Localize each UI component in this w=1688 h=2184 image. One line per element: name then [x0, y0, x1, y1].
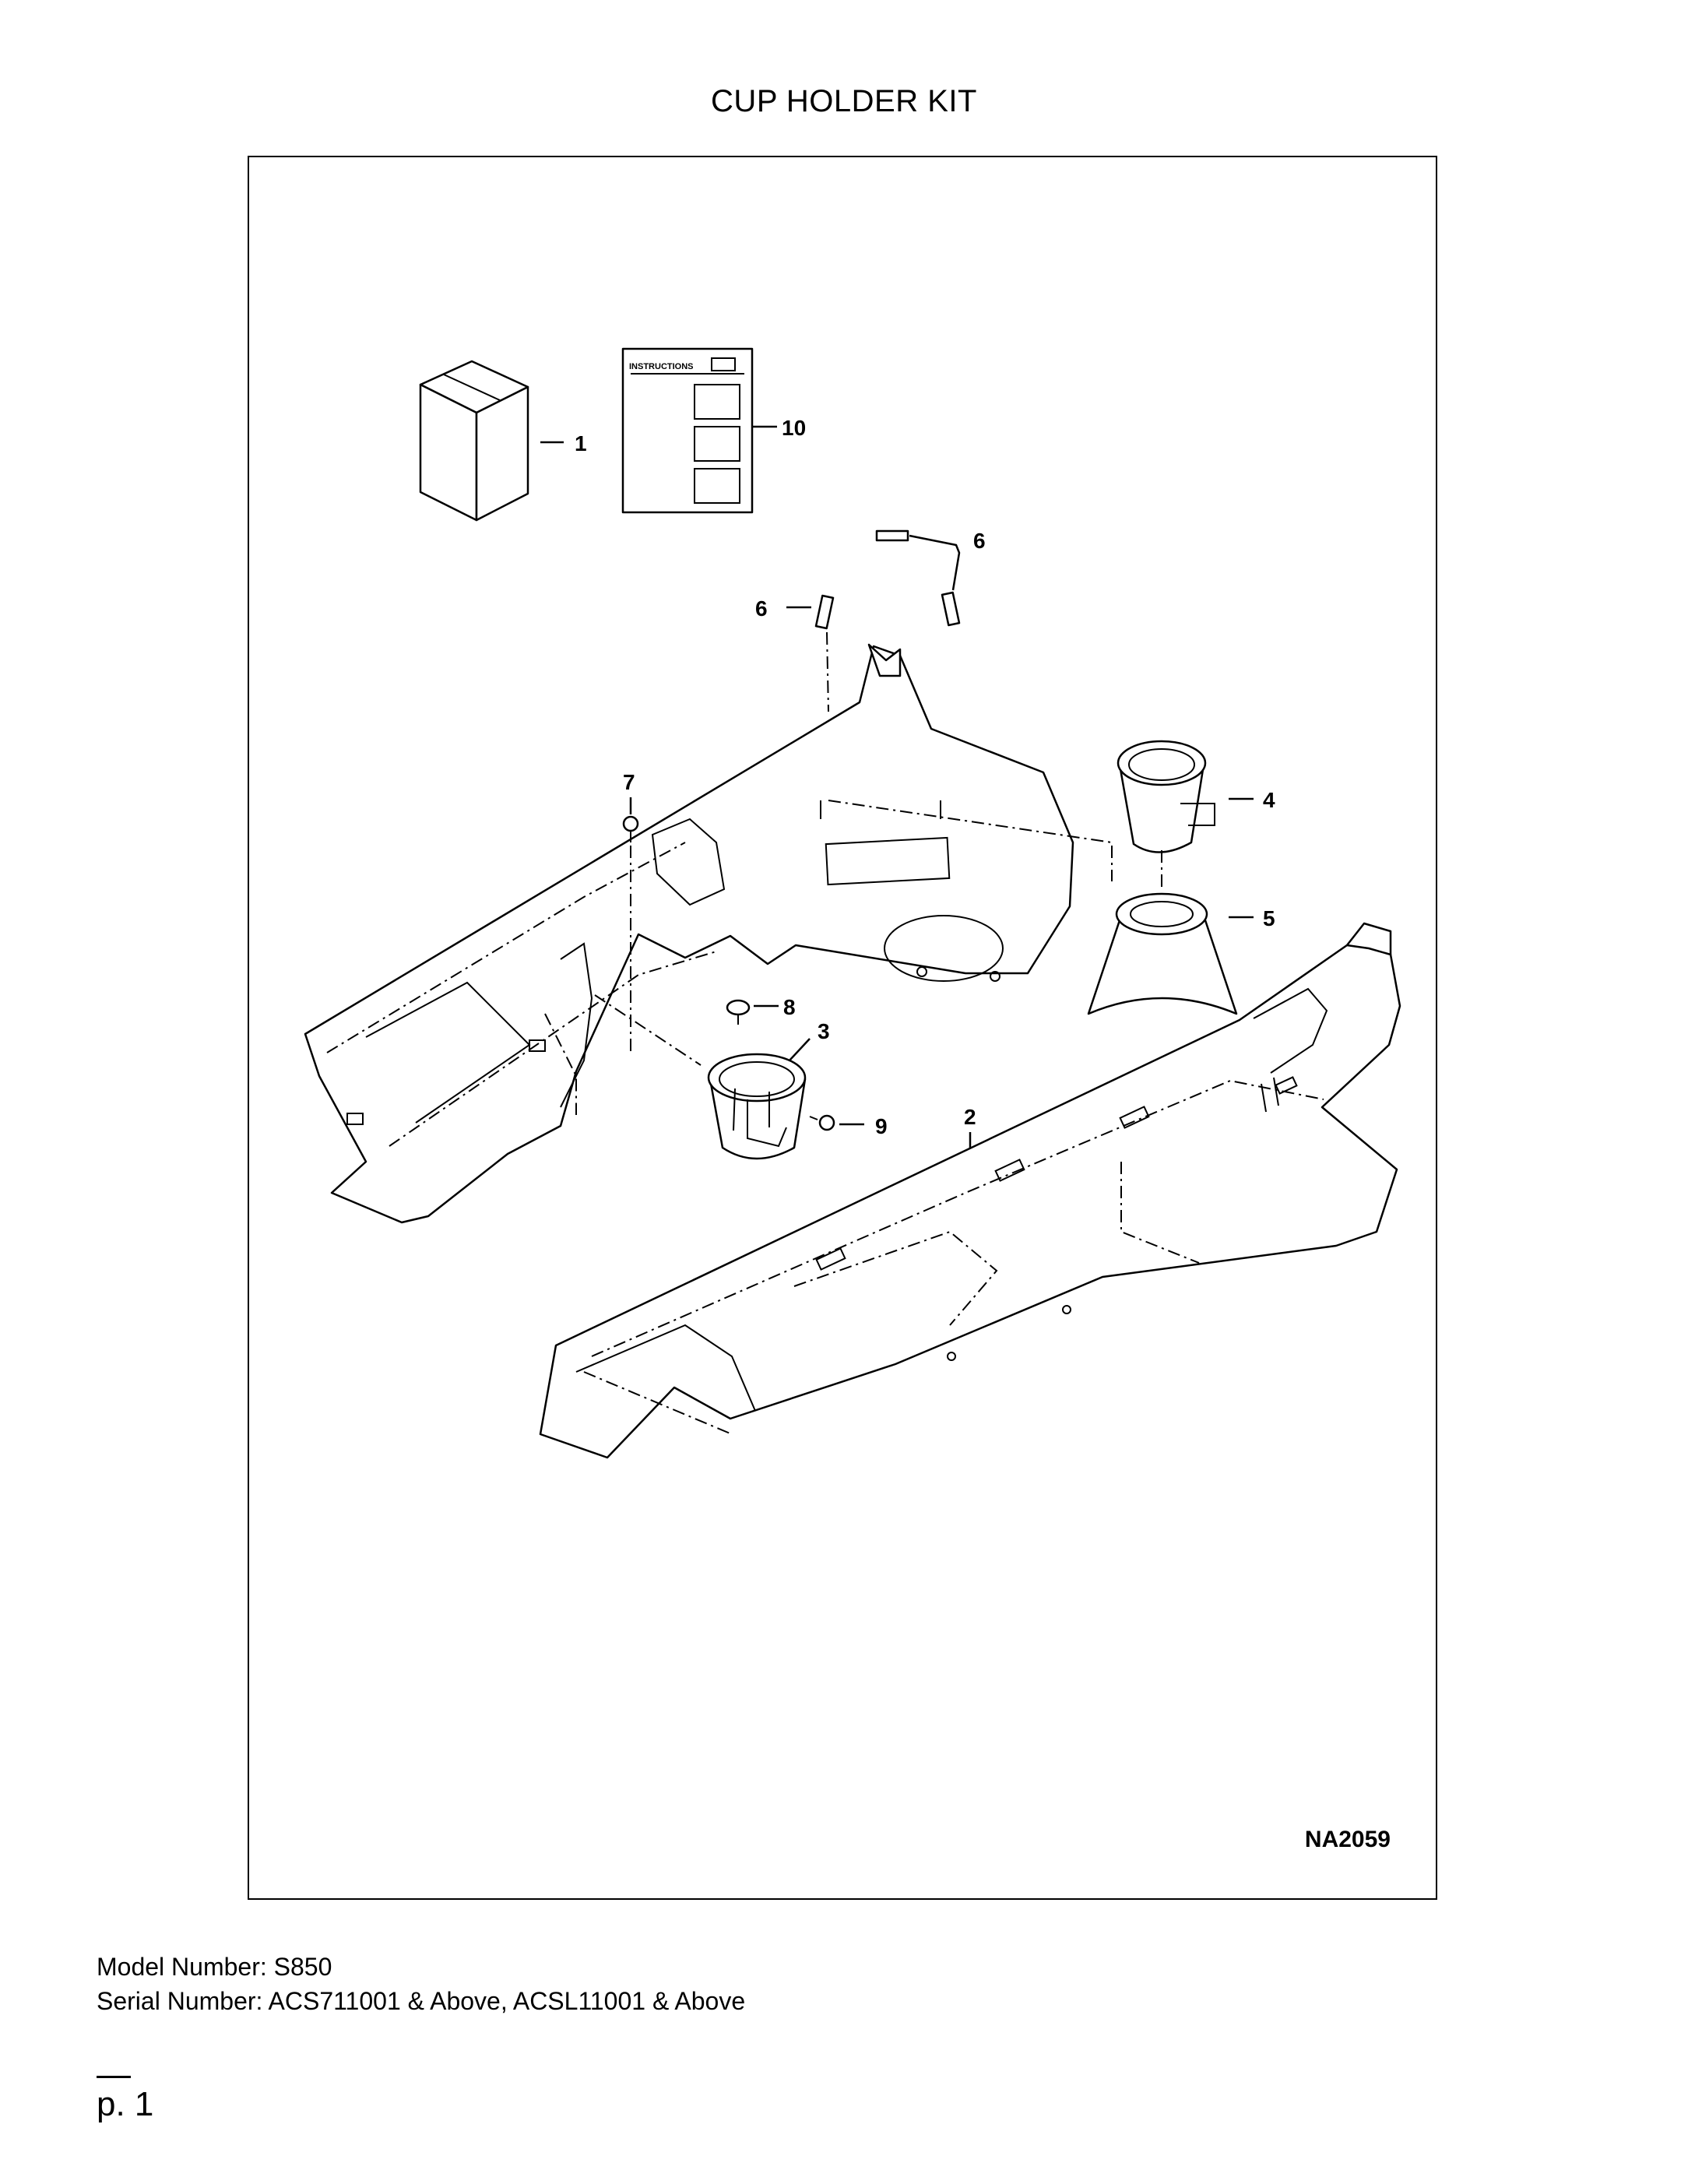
cup-holder-left-part [707, 1053, 807, 1160]
leader-line [909, 534, 961, 591]
callout-10: 10 [782, 416, 806, 440]
serial-number-line: Serial Number: ACS711001 & Above, ACSL11… [97, 1987, 746, 2015]
instruction-sheet-part [621, 347, 754, 514]
right-console-panel-part [539, 922, 1401, 1459]
kit-box-part [419, 360, 529, 522]
callout-8: 8 [783, 995, 796, 1019]
callout-5: 5 [1263, 906, 1275, 930]
model-number-line: Model Number: S850 [97, 1953, 332, 1981]
clip-parts [814, 529, 961, 630]
callout-4: 4 [1263, 788, 1275, 812]
page-number: p. 1 [97, 2085, 154, 2123]
clip-assembly-path [826, 631, 829, 712]
screw-part [809, 1114, 835, 1131]
page-number-rule [97, 2076, 131, 2078]
parts-diagram-frame: 1 INSTRUCTIONS 10 6 6 [248, 156, 1437, 1900]
callout-2: 2 [964, 1105, 976, 1129]
exploded-parts-diagram: 1 INSTRUCTIONS 10 6 6 [304, 347, 1401, 1459]
cup-sleeve-part [1087, 892, 1238, 1015]
leader-line [789, 1038, 811, 1061]
callout-7: 7 [623, 770, 635, 794]
cup-holder-assembly-path [594, 994, 702, 1066]
plug-part [726, 999, 751, 1025]
callout-1: 1 [575, 431, 587, 455]
callout-9: 9 [875, 1114, 888, 1138]
callout-3: 3 [818, 1019, 830, 1043]
callout-6-upper: 6 [973, 529, 986, 553]
cup-holder-right-part [1117, 740, 1215, 853]
page-title: CUP HOLDER KIT [711, 84, 977, 118]
callout-6-left: 6 [755, 596, 768, 621]
pin-part [622, 815, 639, 842]
instructions-sheet-label: INSTRUCTIONS [629, 362, 694, 371]
left-console-panel-part [304, 643, 1074, 1224]
figure-code: NA2059 [1304, 1827, 1391, 1852]
